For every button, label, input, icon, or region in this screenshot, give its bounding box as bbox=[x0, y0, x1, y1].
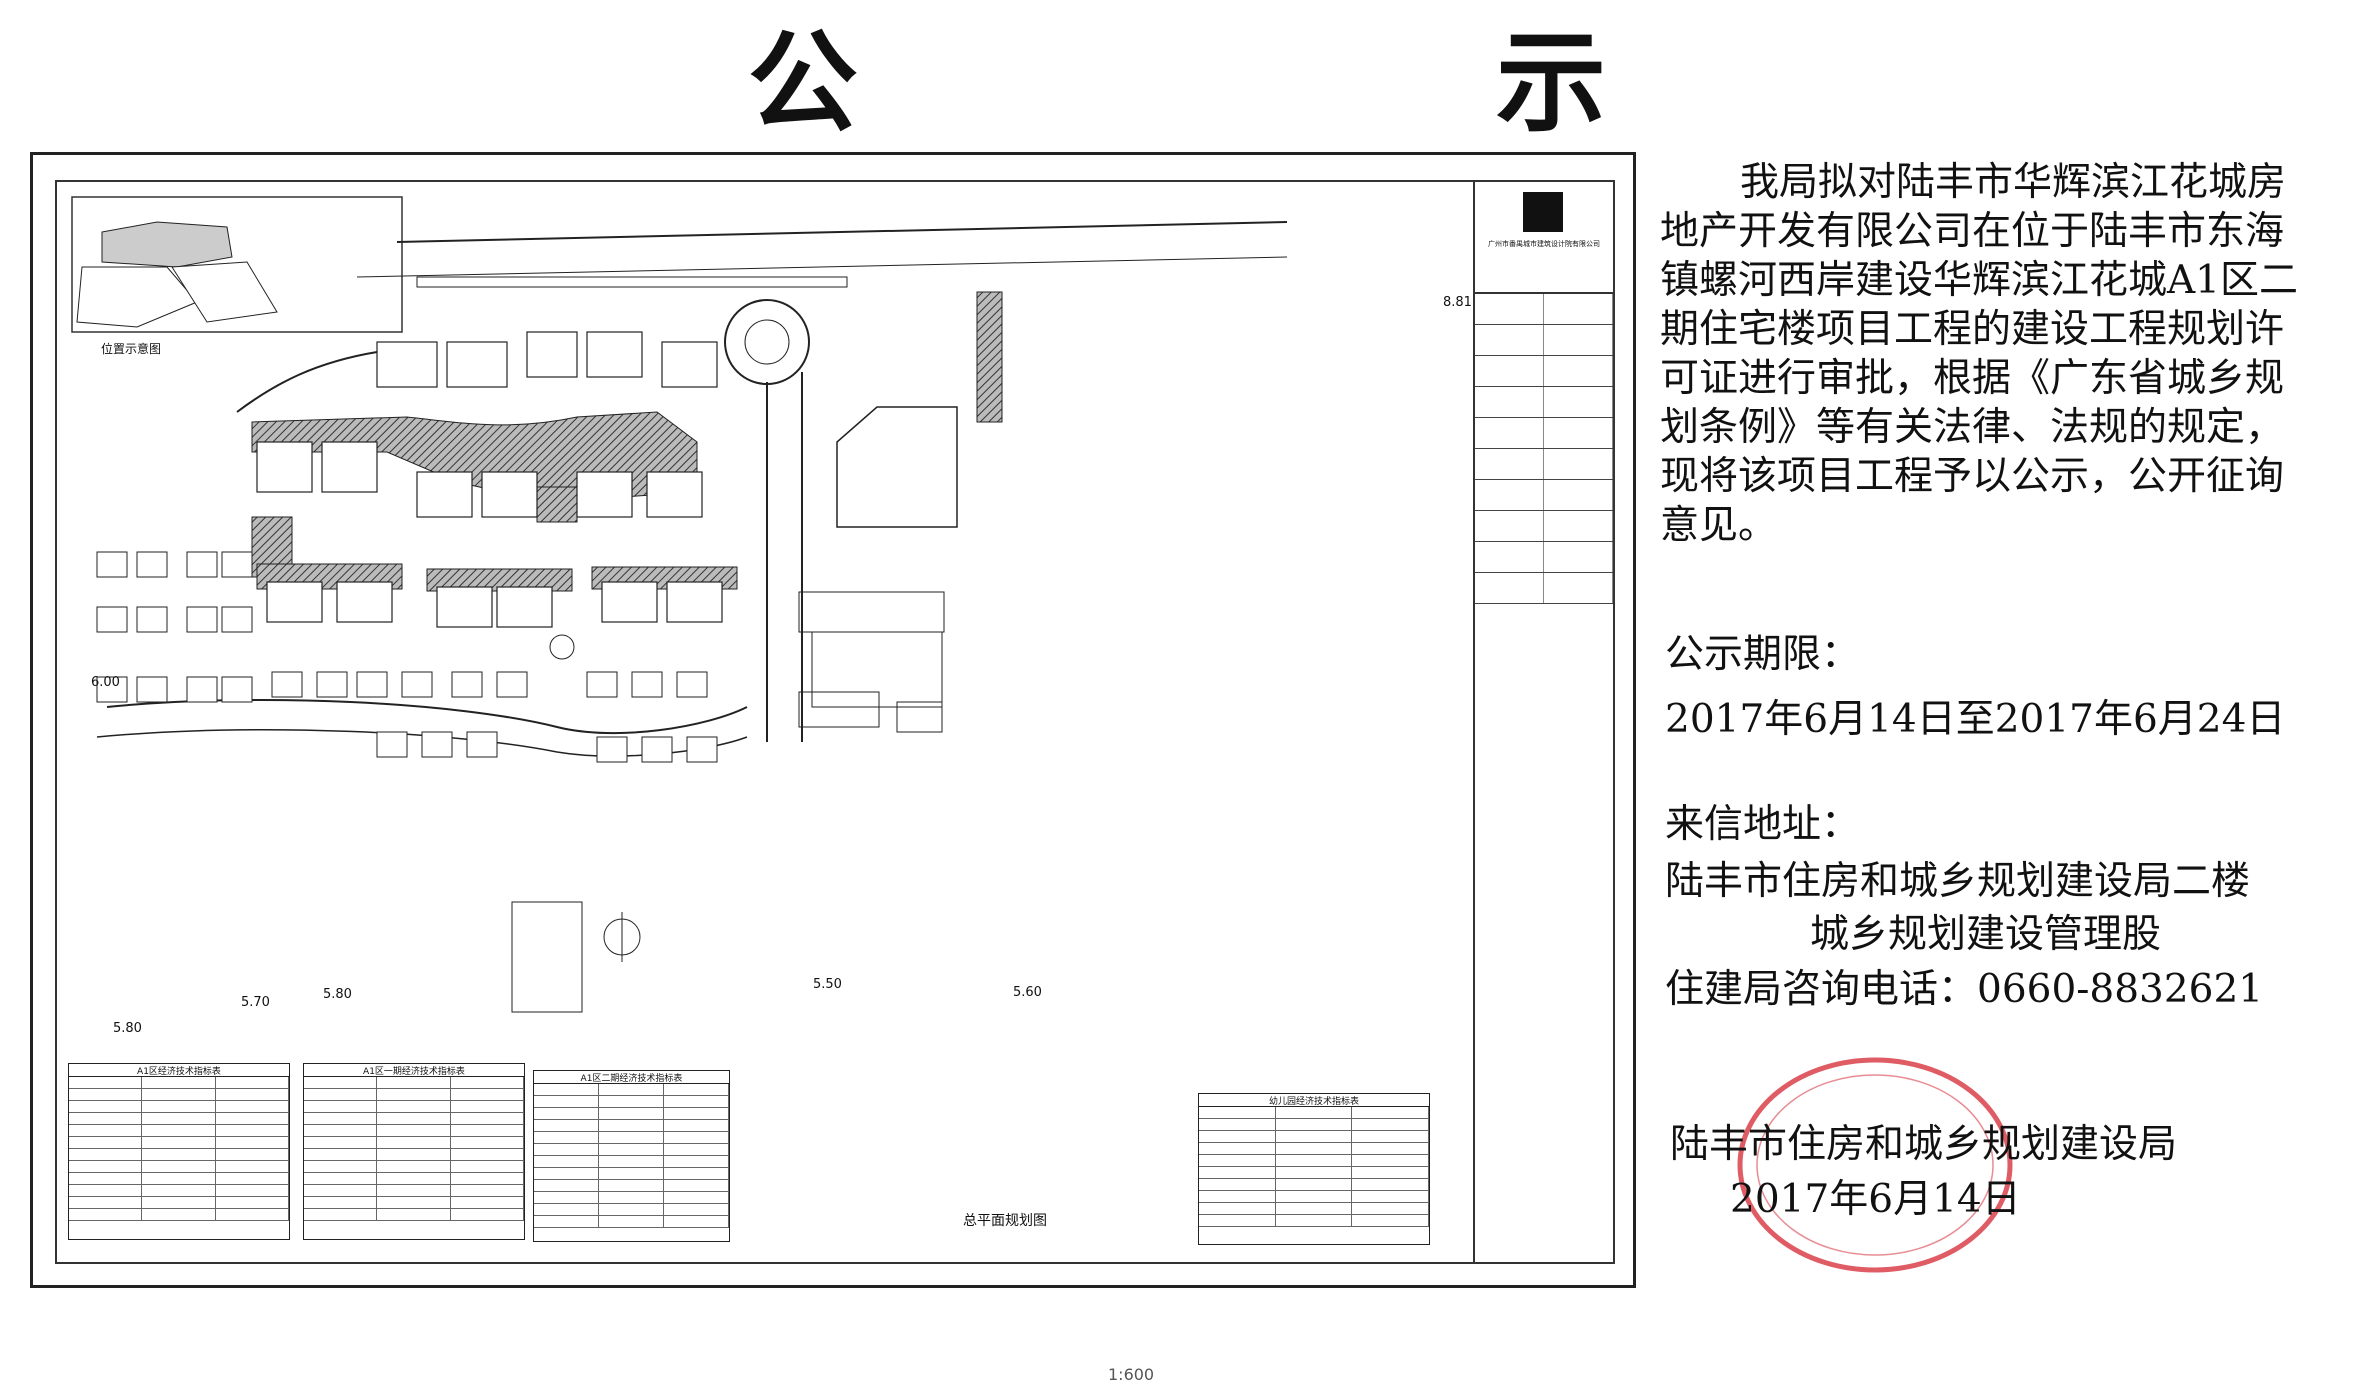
title-block: 广州市番禺城市建筑设计院有限公司 bbox=[1473, 182, 1613, 1262]
address-label: 来信地址： bbox=[1665, 802, 1861, 847]
elevation-label: 6.00 bbox=[91, 675, 120, 690]
plan-scale: 1:600 bbox=[1108, 1365, 1155, 1384]
indicator-table: A1区经济技术指标表 bbox=[68, 1063, 290, 1240]
site-plan-drawing: 广州市番禺城市建筑设计院有限公司 位置示意图 总平面规划图 1:600 8.81… bbox=[30, 152, 1636, 1384]
period-value: 2017年6月14日至2017年6月24日 bbox=[1665, 697, 2286, 742]
site-plan-graphic bbox=[71, 196, 1288, 1013]
elevation-label: 5.50 bbox=[813, 977, 842, 992]
location-map-label: 位置示意图 bbox=[101, 342, 162, 356]
official-seal bbox=[1737, 1057, 2013, 1273]
issue-date: 2017年6月14日 bbox=[1730, 1177, 2021, 1222]
elevation-label: 5.80 bbox=[113, 1021, 142, 1036]
indicator-table: A1区一期经济技术指标表 bbox=[303, 1063, 525, 1240]
indicator-table: A1区二期经济技术指标表 bbox=[533, 1070, 730, 1242]
design-firm-logo: 广州市番禺城市建筑设计院有限公司 bbox=[1475, 182, 1613, 294]
drawing-frame: 广州市番禺城市建筑设计院有限公司 bbox=[55, 180, 1615, 1264]
elevation-label: 8.81 bbox=[1443, 295, 1472, 310]
address-line1: 陆丰市住房和城乡规划建设局二楼 bbox=[1665, 859, 2251, 904]
issuer-name: 陆丰市住房和城乡规划建设局 bbox=[1670, 1122, 2178, 1167]
plan-title: 总平面规划图 bbox=[963, 1213, 1047, 1229]
notice-body: 我局拟对陆丰市华辉滨江花城房地产开发有限公司在位于陆丰市东海镇螺河西岸建设华辉滨… bbox=[1660, 158, 2300, 550]
elevation-label: 5.60 bbox=[1013, 985, 1042, 1000]
notice-title: 公 示 bbox=[747, 19, 1907, 147]
elevation-label: 5.70 bbox=[241, 995, 270, 1010]
indicator-table: 幼儿园经济技术指标表 bbox=[1198, 1093, 1430, 1245]
consult-phone: 住建局咨询电话：0660-8832621 bbox=[1665, 967, 2264, 1012]
notice-paragraph: 我局拟对陆丰市华辉滨江花城房地产开发有限公司在位于陆丰市东海镇螺河西岸建设华辉滨… bbox=[1660, 160, 2298, 548]
elevation-label: 5.80 bbox=[323, 987, 352, 1002]
period-label: 公示期限： bbox=[1665, 632, 1861, 677]
address-line2: 城乡规划建设管理股 bbox=[1810, 912, 2162, 957]
